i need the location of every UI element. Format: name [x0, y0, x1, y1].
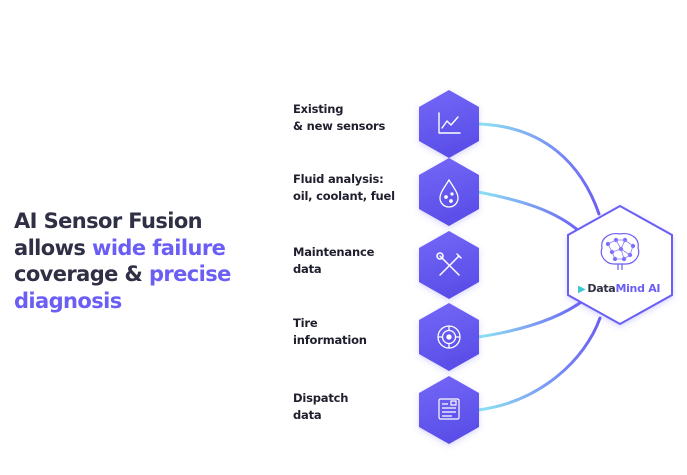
line-chart-icon	[438, 112, 461, 134]
source-label-line: Fluid analysis:	[293, 172, 384, 186]
connector-dispatch	[476, 316, 602, 412]
source-label-maintenance: Maintenance data	[293, 244, 374, 278]
source-label-sensors: Existing & new sensors	[293, 101, 385, 135]
headline-text-1: AI Sensor Fusion allows	[14, 209, 203, 260]
datamind-hub	[567, 204, 673, 326]
source-hex-fluid	[419, 158, 479, 226]
source-label-tire: Tire information	[293, 315, 367, 349]
source-label-line: data	[293, 262, 322, 276]
source-label-fluid: Fluid analysis: oil, coolant, fuel	[293, 171, 395, 205]
dispatch-document-icon	[438, 398, 460, 420]
source-label-line: & new sensors	[293, 119, 386, 133]
tire-icon	[437, 325, 461, 349]
connector-fluid	[476, 190, 582, 234]
brand-name-part1: Data	[587, 282, 616, 295]
headline-highlight-2: precise diagnosis	[14, 262, 231, 313]
source-label-line: oil, coolant, fuel	[293, 189, 395, 203]
connector-tire	[476, 298, 586, 339]
source-label-line: data	[293, 408, 322, 422]
connectors	[476, 122, 602, 412]
source-label-line: Maintenance	[293, 245, 375, 259]
play-icon: ▶	[578, 284, 586, 295]
source-label-line: information	[293, 333, 367, 347]
source-hex-dispatch	[419, 376, 479, 444]
brand-name-part2: Mind AI	[615, 282, 661, 295]
headline-text-2: coverage &	[14, 262, 149, 286]
source-hex-maintenance	[419, 231, 479, 299]
source-hex-sensors	[419, 90, 479, 158]
source-label-line: Existing	[293, 102, 344, 116]
datamind-logo-text: ▶DataMind AI	[578, 282, 661, 295]
source-label-line: Tire	[293, 316, 318, 330]
headline: AI Sensor Fusion allows wide failure cov…	[14, 208, 254, 314]
wrench-screwdriver-icon	[436, 252, 462, 276]
fluid-drop-icon	[439, 178, 459, 208]
connector-sensors	[476, 122, 601, 216]
brain-network-icon	[600, 233, 640, 270]
source-label-line: Dispatch	[293, 391, 349, 405]
source-label-dispatch: Dispatch data	[293, 390, 348, 424]
headline-highlight-1: wide failure	[92, 235, 226, 260]
source-hex-tire	[419, 303, 479, 371]
